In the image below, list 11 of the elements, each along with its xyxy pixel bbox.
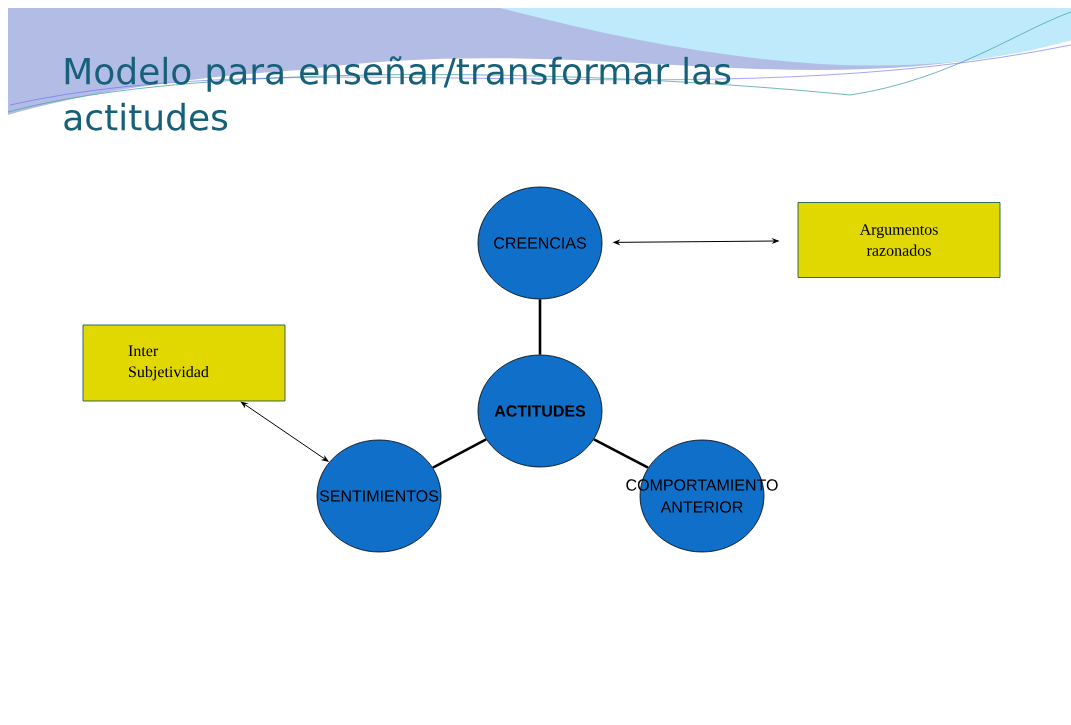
connector-line bbox=[432, 438, 487, 469]
connector-line bbox=[593, 438, 649, 469]
text-box: Inter Subjetividad bbox=[82, 324, 286, 402]
slide-title: Modelo para enseñar/transformar las actitudes bbox=[64, 56, 731, 131]
circle-node: SENTIMIENTOS bbox=[316, 439, 442, 553]
text-box: Argumentos razonados bbox=[797, 202, 1001, 278]
circle-node: ACTITUDES bbox=[477, 354, 603, 468]
arrow bbox=[613, 238, 779, 245]
circle-node: CREENCIAS bbox=[477, 186, 603, 300]
arrow bbox=[240, 401, 329, 462]
connector-line bbox=[538, 299, 542, 355]
